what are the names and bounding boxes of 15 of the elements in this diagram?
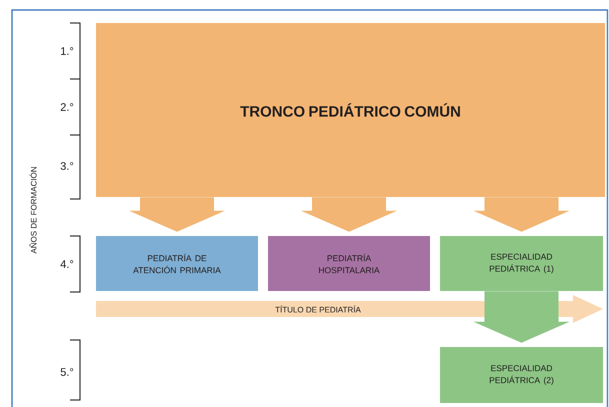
process-box: PEDIATRÍA HOSPITALARIA [268, 236, 430, 291]
process-box: ESPECIALIDAD PEDIÁTRICA (2) [440, 347, 603, 403]
axis-label: 4.° [60, 260, 74, 268]
block-arrow [474, 197, 570, 232]
process-box: ESPECIALIDAD PEDIÁTRICA (1) [440, 236, 603, 291]
process-box: PEDIATRÍA DE ATENCIÓN PRIMARIA [96, 236, 258, 291]
block-arrow [474, 291, 570, 343]
axis-label: 2.° [60, 103, 74, 111]
axis-label: 5.° [60, 368, 74, 376]
block-arrow [301, 197, 397, 232]
block-arrow [129, 197, 225, 232]
axis-label: 1.° [61, 47, 74, 55]
axis-label: 3.° [60, 162, 74, 170]
axis-label: AÑOS DE FORMACIÓN [29, 167, 37, 254]
process-box: TRONCO PEDIÁTRICO COMÚN [96, 23, 605, 197]
